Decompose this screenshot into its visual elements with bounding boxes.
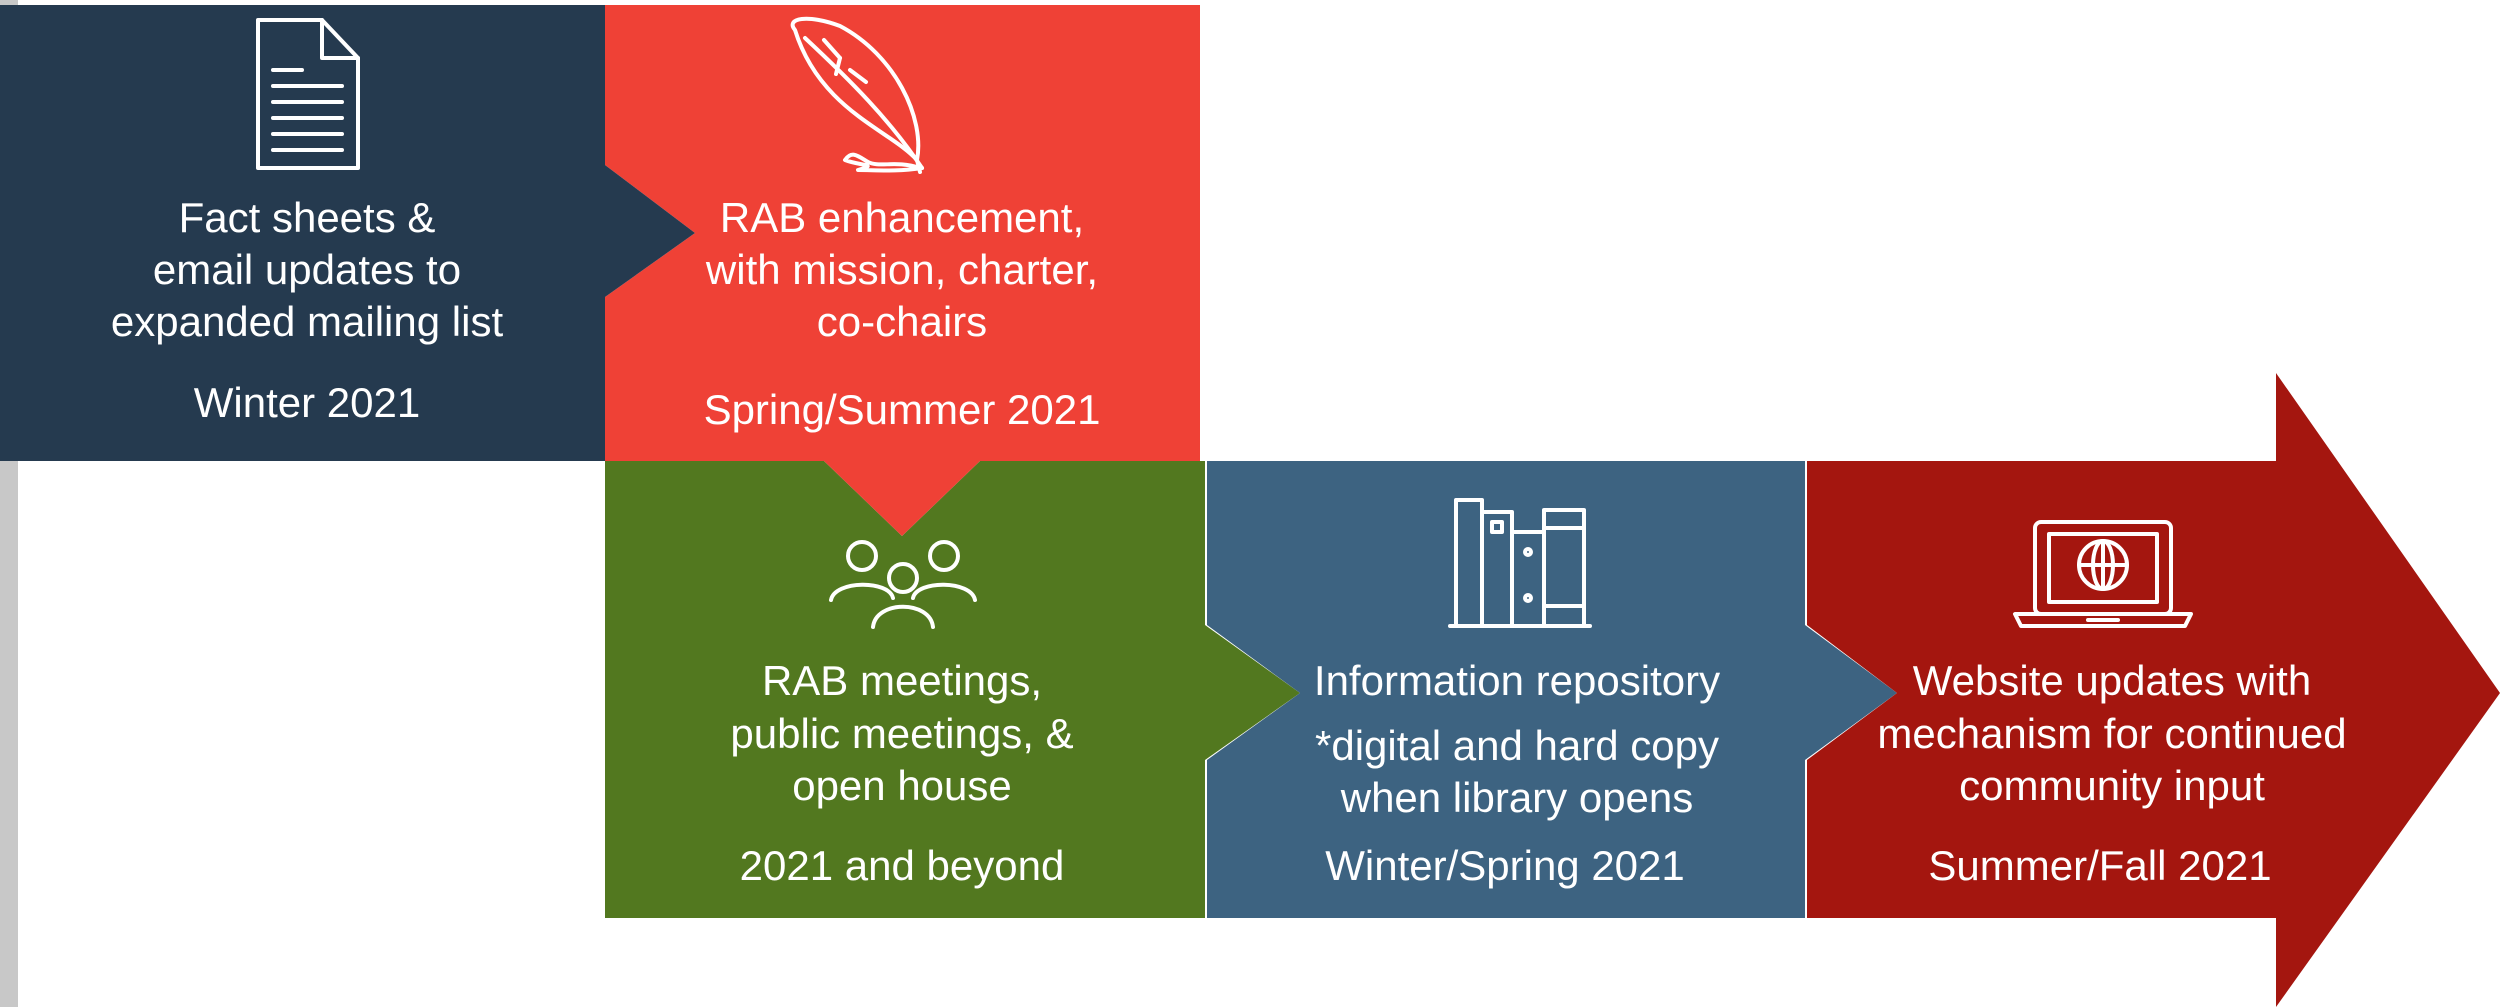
step-description-line: RAB enhancement, xyxy=(720,194,1084,241)
step-rab-enhancement: RAB enhancement, with mission, charter, … xyxy=(605,5,1200,536)
step-description-line: email updates to xyxy=(153,246,461,293)
step-description-line: Information repository xyxy=(1314,657,1720,704)
step-fact-sheets: Fact sheets & email updates to expanded … xyxy=(0,5,695,461)
step-description-line: open house xyxy=(792,762,1012,809)
step-shape xyxy=(0,5,695,461)
step-description-line: *digital and hard copy xyxy=(1315,722,1719,769)
step-shape xyxy=(605,5,1200,536)
step-website-updates: Website updates with mechanism for conti… xyxy=(1807,373,2500,1007)
step-description-line: Website updates with xyxy=(1913,657,2311,704)
step-date: Spring/Summer 2021 xyxy=(704,386,1101,433)
step-description-line: public meetings, & xyxy=(730,710,1073,757)
step-shape xyxy=(1807,373,2500,1007)
step-information-repository: Information repository *digital and hard… xyxy=(1207,461,1897,918)
step-description-line: with mission, charter, xyxy=(705,246,1098,293)
step-description-line: expanded mailing list xyxy=(111,298,504,345)
step-description-line: co-chairs xyxy=(817,298,987,345)
laptop-globe-icon xyxy=(2013,520,2193,628)
step-shape xyxy=(605,461,1300,918)
step-description-line: mechanism for continued xyxy=(1877,710,2346,757)
step-shape xyxy=(1207,461,1897,918)
step-date: 2021 and beyond xyxy=(740,842,1065,889)
books-icon xyxy=(1448,498,1592,628)
step-date: Summer/Fall 2021 xyxy=(1928,842,2271,889)
people-group-icon xyxy=(829,540,977,629)
step-description-line: when library opens xyxy=(1340,774,1694,821)
step-description-line: Fact sheets & xyxy=(179,194,436,241)
quill-pen-icon xyxy=(790,16,924,174)
step-description-line: community input xyxy=(1959,762,2265,809)
step-date: Winter 2021 xyxy=(194,379,420,426)
document-icon xyxy=(256,18,360,170)
step-description-line: RAB meetings, xyxy=(762,657,1042,704)
step-date: Winter/Spring 2021 xyxy=(1325,842,1685,889)
step-rab-meetings: RAB meetings, public meetings, & open ho… xyxy=(605,461,1300,918)
